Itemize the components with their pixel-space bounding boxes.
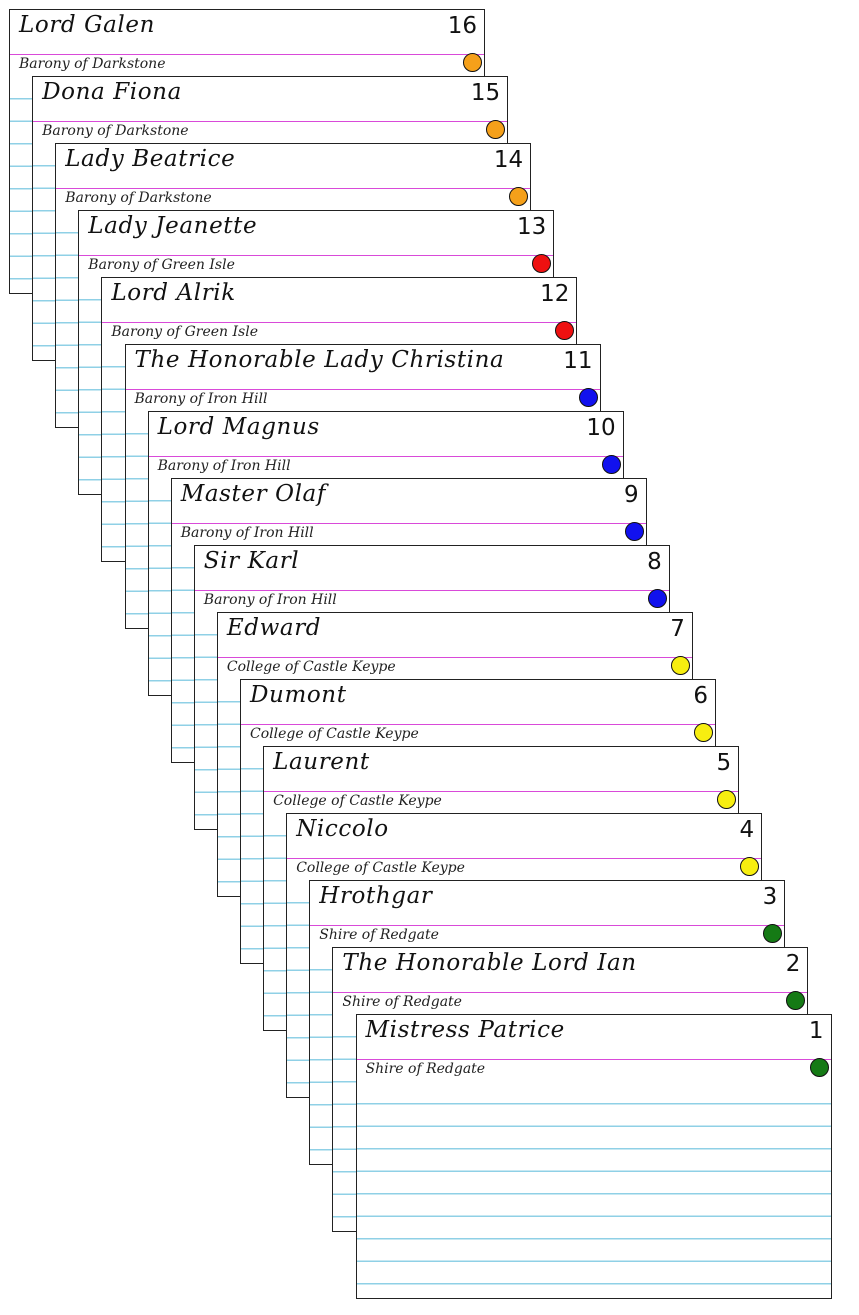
card-number: 16 xyxy=(447,13,477,39)
color-dot-icon xyxy=(463,53,482,72)
color-dot-icon xyxy=(717,790,737,809)
card-number: 13 xyxy=(517,214,547,240)
card-number: 7 xyxy=(670,616,685,642)
color-dot-icon xyxy=(578,388,598,407)
card-number: 4 xyxy=(739,817,755,843)
card-name: Lord Alrik xyxy=(111,280,236,306)
card-name: The Honorable Lord Ian xyxy=(342,950,637,976)
color-dot-icon xyxy=(555,321,575,340)
card-name: Dumont xyxy=(250,682,347,708)
card-group: Barony of Iron Hill xyxy=(180,525,314,541)
card-number: 2 xyxy=(785,951,801,977)
card-group: College of Castle Keype xyxy=(296,860,465,876)
card-name: Mistress Patrice xyxy=(365,1017,565,1043)
card-number: 6 xyxy=(693,683,708,709)
card-group: Barony of Iron Hill xyxy=(203,592,337,608)
card-name: Lord Galen xyxy=(19,12,156,38)
color-dot-icon xyxy=(486,120,506,139)
card-group: Shire of Redgate xyxy=(342,994,462,1010)
card-number: 14 xyxy=(493,147,524,173)
card-name: Lady Beatrice xyxy=(65,146,236,172)
color-dot-icon xyxy=(532,254,552,273)
color-dot-icon xyxy=(601,455,621,474)
card-name: Master Olaf xyxy=(180,481,326,507)
card-group: Barony of Darkstone xyxy=(42,123,189,139)
card-group: Barony of Darkstone xyxy=(65,190,212,206)
card-name: Laurent xyxy=(273,749,370,775)
card-number: 10 xyxy=(586,415,616,441)
card-number: 8 xyxy=(647,549,662,575)
card-group: Barony of Darkstone xyxy=(19,56,166,72)
color-dot-icon xyxy=(740,857,760,876)
card-name: Sir Karl xyxy=(203,548,300,574)
card-name: Lord Magnus xyxy=(157,414,320,440)
card-name: Dona Fiona xyxy=(42,79,182,105)
card-name: Lady Jeanette xyxy=(88,213,258,239)
card-number: 9 xyxy=(624,482,639,508)
card-name: Hrothgar xyxy=(319,883,433,909)
color-dot-icon xyxy=(809,1058,829,1077)
color-dot-icon xyxy=(509,187,529,206)
card-number: 1 xyxy=(808,1018,824,1044)
card-name: Edward xyxy=(226,615,322,641)
card-group: Barony of Green Isle xyxy=(111,324,258,340)
card-group: Barony of Green Isle xyxy=(88,257,235,273)
card-number: 3 xyxy=(762,884,778,910)
card-group: Barony of Iron Hill xyxy=(157,458,291,474)
card-group: College of Castle Keype xyxy=(250,726,419,742)
card-name: Niccolo xyxy=(296,816,389,842)
card-number: 15 xyxy=(470,80,501,106)
card-group: Shire of Redgate xyxy=(319,927,439,943)
card-number: 11 xyxy=(563,348,593,374)
card-group: College of Castle Keype xyxy=(273,793,442,809)
card-group: College of Castle Keype xyxy=(226,659,396,675)
color-dot-icon xyxy=(694,723,713,742)
card-group: Barony of Iron Hill xyxy=(134,391,268,407)
card-number: 5 xyxy=(716,750,732,776)
card-name: The Honorable Lady Christina xyxy=(134,347,505,373)
color-dot-icon xyxy=(670,656,690,675)
color-dot-icon xyxy=(624,522,644,541)
color-dot-icon xyxy=(786,991,806,1010)
card-number: 12 xyxy=(540,281,570,307)
color-dot-icon xyxy=(763,924,783,943)
color-dot-icon xyxy=(647,589,667,608)
card-group: Shire of Redgate xyxy=(365,1061,486,1077)
